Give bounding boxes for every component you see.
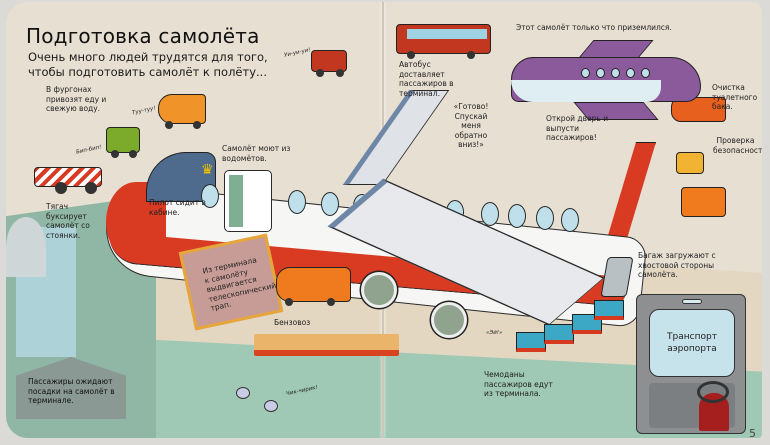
fuel-truck-illustration [276, 267, 351, 306]
label-bus: Автобус доставляет пассажиров в терминал… [399, 60, 454, 98]
red-van-illustration [311, 50, 347, 77]
plane-tail [606, 142, 656, 242]
bus-illustration [396, 24, 491, 59]
plane-window [288, 190, 306, 214]
purple-plane-window [596, 68, 605, 78]
book-page: Подготовка самолёта Очень много людей тр… [6, 2, 762, 438]
radar-dish [6, 217, 46, 277]
label-tug: Тягач буксирует самолёт со стоянки. [46, 202, 90, 240]
plane-window [508, 204, 526, 228]
sfx-toot: Туу-туу! [131, 105, 157, 117]
label-pilot: Пилот сидит в кабине. [149, 198, 206, 217]
baggage-cart [544, 324, 574, 344]
label-open-door: Открой дверь и выпусти пассажиров! [546, 114, 609, 142]
purple-plane-window [641, 68, 650, 78]
purple-plane-window [581, 68, 590, 78]
flap-handle[interactable] [682, 299, 702, 304]
label-waiting: Пассажиры ожидают посадки на самолёт в т… [28, 377, 115, 405]
plane-engine [361, 272, 397, 308]
baggage-cart [516, 332, 546, 352]
flap-title-line2: аэропорта [667, 344, 717, 354]
purple-plane-window [626, 68, 635, 78]
water-truck-illustration [158, 94, 206, 129]
plane-window [321, 192, 339, 216]
plane-window [561, 208, 579, 232]
label-baggage-load: Багаж загружают с хвостовой стороны само… [638, 251, 716, 279]
intro-text: Очень много людей трудятся для того, что… [28, 50, 268, 79]
sfx-beep: Бип-бип! [75, 144, 103, 156]
crown-logo-icon: ♛ [201, 162, 214, 178]
label-toilet: Очистка туалетного бака. [712, 83, 758, 111]
label-suitcases: Чемоданы пассажиров едут из терминала. [484, 370, 553, 398]
purple-plane-wing [578, 40, 654, 58]
page-number: 5 [749, 427, 756, 438]
baggage-cart [594, 300, 624, 320]
plane-window [201, 184, 219, 208]
label-washing: Самолёт моют из водомётов. [222, 144, 291, 163]
plane-window [536, 206, 554, 230]
luggage-train-illustration [254, 334, 399, 356]
lift-platform-illustration [676, 152, 704, 174]
steering-wheel-icon [697, 381, 729, 403]
pigeon-illustration [236, 387, 250, 399]
plane-engine [431, 302, 467, 338]
sfx-hey: «Эй!» [486, 330, 503, 336]
pigeon-illustration [264, 400, 278, 412]
flap-title-line1: Транспорт [667, 332, 717, 342]
label-fuel: Бензовоз [274, 318, 311, 327]
plane-window [481, 202, 499, 226]
label-ready: «Готово! Спускай меня обратно вниз!» [453, 102, 489, 149]
purple-plane-belly [511, 80, 661, 102]
flap-windshield: Транспорт аэропорта [649, 309, 735, 377]
label-vans-food: В фургонах привозят еду и свежую воду. [46, 85, 107, 113]
label-landed: Этот самолёт только что приземлился. [516, 23, 672, 32]
sfx-siren: Уи-уи-уи! [283, 47, 312, 59]
catering-truck-illustration [106, 127, 140, 158]
plane-door-flap[interactable] [224, 170, 272, 232]
label-security: Проверка безопасности! [713, 136, 762, 155]
airport-transport-flap[interactable]: Транспорт аэропорта [636, 294, 746, 434]
plane-upper-wing [342, 90, 450, 185]
tug-illustration [34, 167, 102, 194]
page-title: Подготовка самолёта [26, 24, 260, 48]
purple-plane-window [611, 68, 620, 78]
security-truck-illustration [681, 187, 726, 217]
